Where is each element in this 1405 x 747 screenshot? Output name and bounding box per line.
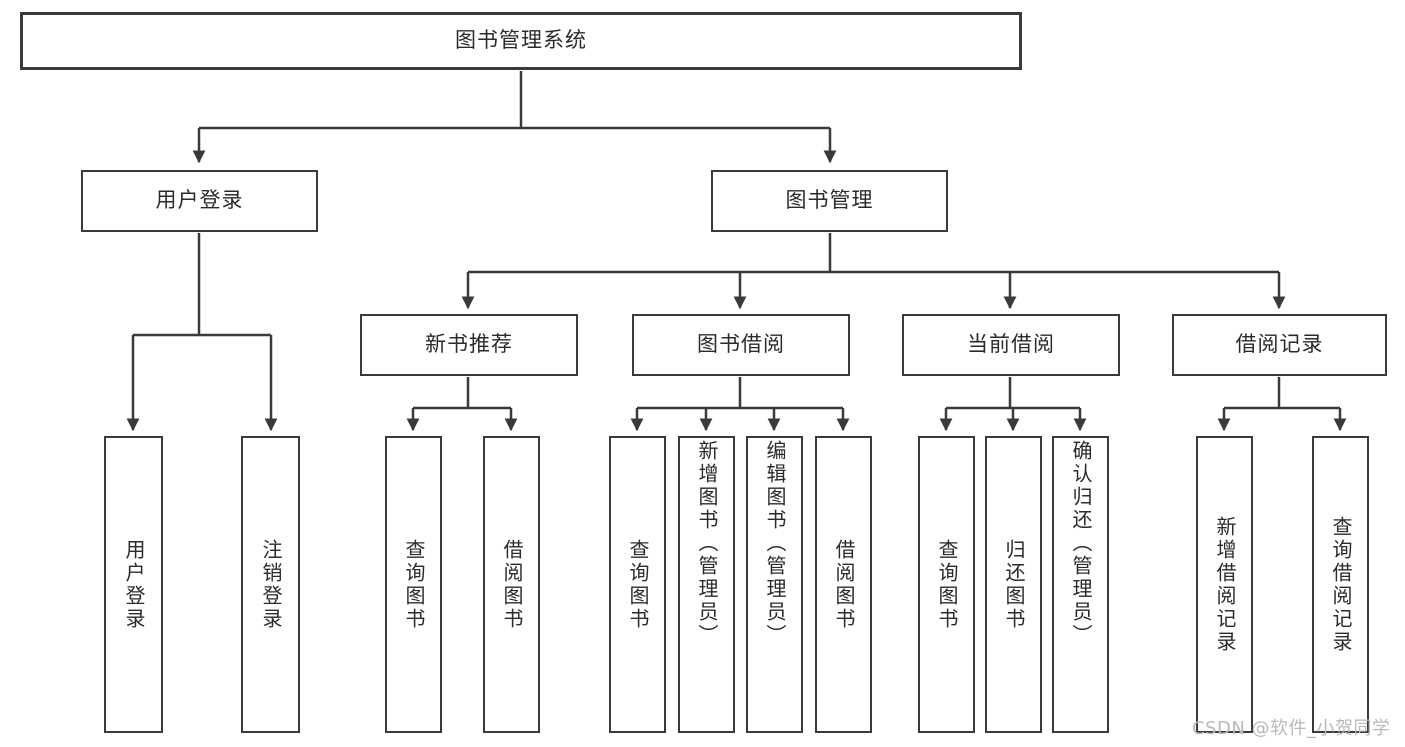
- leaf-add-book[interactable]: 新增图书（管理员）: [678, 436, 735, 733]
- node-current-borrow-label: 当前借阅: [967, 332, 1055, 357]
- node-book-borrow[interactable]: 图书借阅: [632, 314, 850, 376]
- leaf-logout-label: 注销登录: [259, 538, 283, 631]
- node-user-login-label: 用户登录: [155, 188, 244, 213]
- leaf-borrow-book-1[interactable]: 借阅图书: [483, 436, 540, 733]
- leaf-query-record[interactable]: 查询借阅记录: [1312, 436, 1369, 733]
- leaf-logout[interactable]: 注销登录: [241, 436, 300, 733]
- node-new-book-recommend-label: 新书推荐: [425, 332, 513, 357]
- leaf-return-book[interactable]: 归还图书: [985, 436, 1042, 733]
- leaf-edit-book[interactable]: 编辑图书（管理员）: [746, 436, 803, 733]
- leaf-add-record[interactable]: 新增借阅记录: [1196, 436, 1253, 733]
- leaf-query-book-2[interactable]: 查询图书: [609, 436, 666, 733]
- watermark: CSDN @软件_小贺同学: [1192, 718, 1391, 739]
- leaf-borrow-book-2[interactable]: 借阅图书: [815, 436, 872, 733]
- node-new-book-recommend[interactable]: 新书推荐: [360, 314, 578, 376]
- leaf-query-book-1-label: 查询图书: [402, 538, 426, 631]
- leaf-user-login[interactable]: 用户登录: [104, 436, 163, 733]
- leaf-borrow-book-1-label: 借阅图书: [500, 538, 524, 631]
- leaf-query-book-3-label: 查询图书: [935, 538, 959, 631]
- leaf-borrow-book-2-label: 借阅图书: [832, 538, 856, 631]
- leaf-query-book-2-label: 查询图书: [626, 538, 650, 631]
- node-book-manage[interactable]: 图书管理: [711, 170, 948, 232]
- node-book-manage-label: 图书管理: [785, 188, 874, 213]
- leaf-user-login-label: 用户登录: [122, 538, 146, 631]
- node-current-borrow[interactable]: 当前借阅: [902, 314, 1120, 376]
- leaf-edit-book-label: 编辑图书（管理员）: [763, 440, 787, 647]
- node-user-login[interactable]: 用户登录: [81, 170, 318, 232]
- node-borrow-record-label: 借阅记录: [1235, 332, 1324, 357]
- node-root-label: 图书管理系统: [455, 28, 587, 53]
- node-root[interactable]: 图书管理系统: [20, 12, 1022, 70]
- node-borrow-record[interactable]: 借阅记录: [1172, 314, 1387, 376]
- leaf-confirm-return-label: 确认归还（管理员）: [1069, 440, 1093, 647]
- node-book-borrow-label: 图书借阅: [697, 332, 785, 357]
- leaf-query-book-1[interactable]: 查询图书: [385, 436, 442, 733]
- leaf-add-book-label: 新增图书（管理员）: [695, 440, 719, 647]
- leaf-confirm-return[interactable]: 确认归还（管理员）: [1052, 436, 1109, 733]
- leaf-add-record-label: 新增借阅记录: [1213, 515, 1237, 654]
- leaf-return-book-label: 归还图书: [1002, 538, 1026, 631]
- leaf-query-book-3[interactable]: 查询图书: [918, 436, 975, 733]
- leaf-query-record-label: 查询借阅记录: [1329, 515, 1353, 654]
